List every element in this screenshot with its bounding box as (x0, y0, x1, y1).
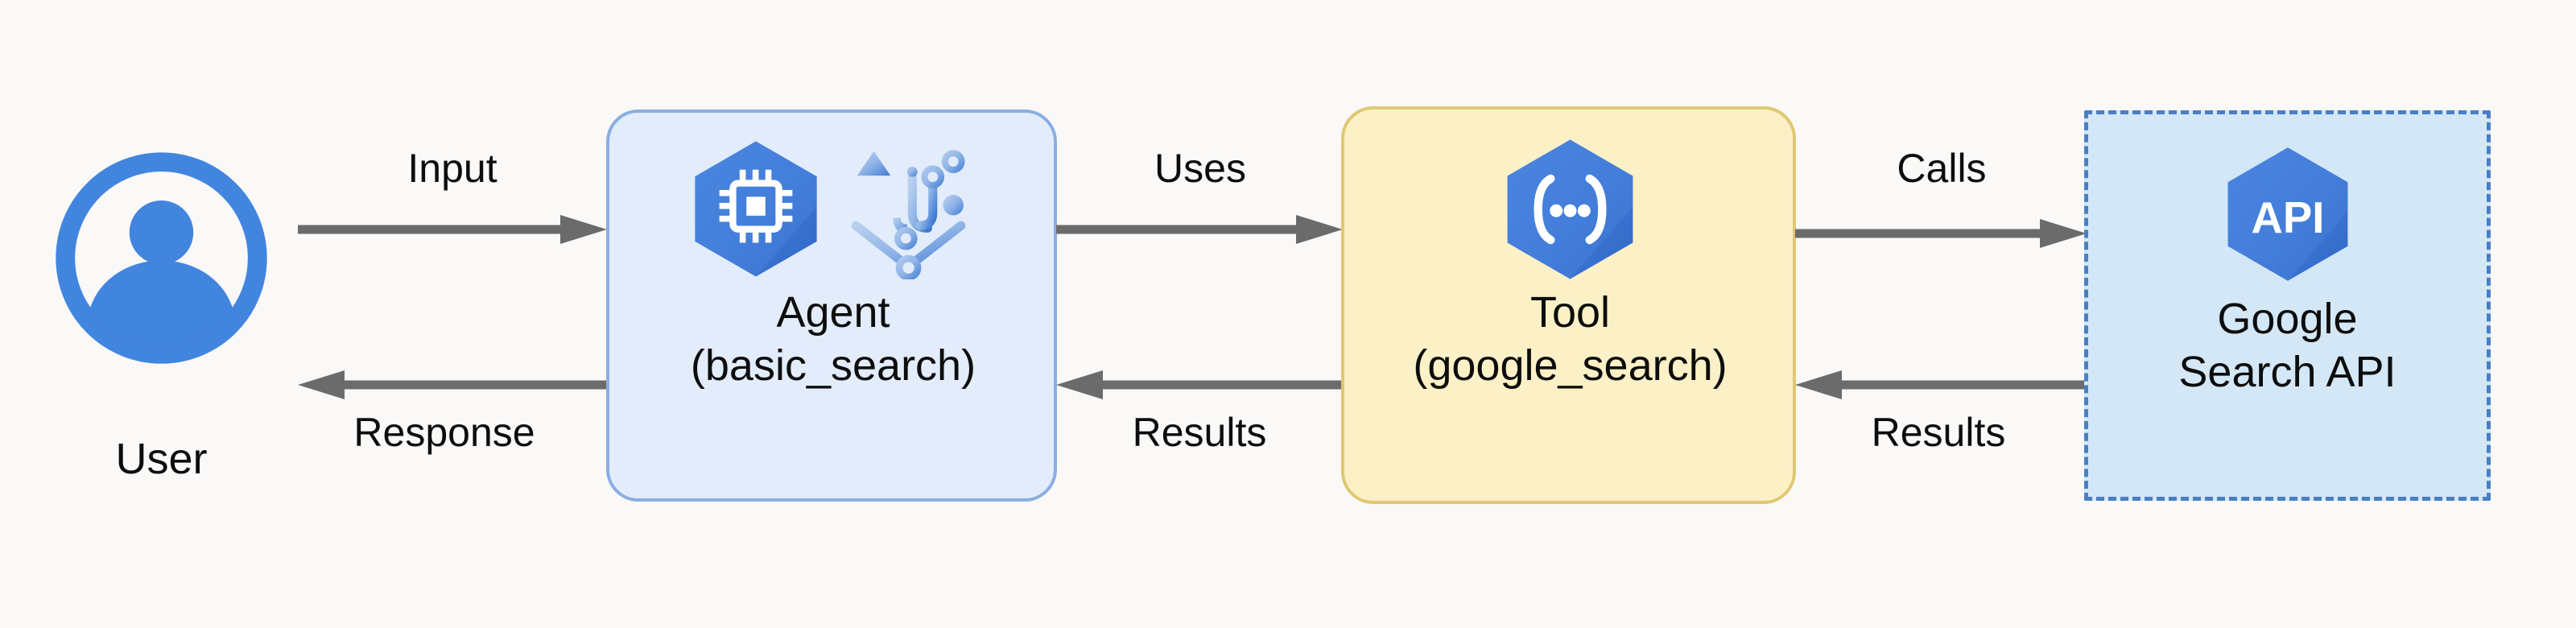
user-node-label: User (115, 435, 208, 483)
arrow-response (295, 369, 610, 401)
api-node-label-line2: Search API (2178, 348, 2396, 396)
agent-node-label-line2: (basic_search) (690, 341, 976, 390)
edge-label-results-api: Results (1871, 410, 2006, 455)
api-hexagon-icon: API (2220, 145, 2355, 283)
edge-label-input: Input (407, 146, 497, 191)
edge-label-response: Response (353, 410, 535, 455)
arrow-results-api (1794, 369, 2090, 401)
api-icon-row: API (2088, 145, 2487, 283)
arrow-uses (1055, 213, 1346, 246)
edge-label-calls: Calls (1897, 146, 1987, 191)
tool-node[interactable]: Tool (google_search) (1341, 106, 1796, 504)
workflow-orchestration-icon (838, 138, 979, 281)
tool-icon-row (1344, 138, 1796, 279)
agent-node[interactable]: Agent (basic_search) (606, 109, 1057, 502)
user-avatar-icon (55, 151, 268, 365)
tool-node-label-line2: (google_search) (1413, 341, 1728, 390)
cpu-chip-hexagon-icon (688, 138, 824, 279)
api-hexagon-text: API (2251, 193, 2324, 242)
code-braces-hexagon-icon (1500, 137, 1641, 282)
api-node-label-line1: Google (2217, 295, 2358, 343)
agent-icon-row (609, 138, 1057, 281)
edge-label-results-tool: Results (1132, 410, 1267, 455)
arrow-calls (1794, 217, 2090, 250)
tool-node-label-line1: Tool (1530, 288, 1611, 337)
arrow-input (295, 213, 610, 246)
arrow-results-tool (1055, 369, 1346, 401)
edge-label-uses: Uses (1154, 146, 1246, 191)
agent-node-label-line1: Agent (776, 288, 890, 337)
google-search-api-node[interactable]: API Google Search API (2084, 110, 2491, 501)
